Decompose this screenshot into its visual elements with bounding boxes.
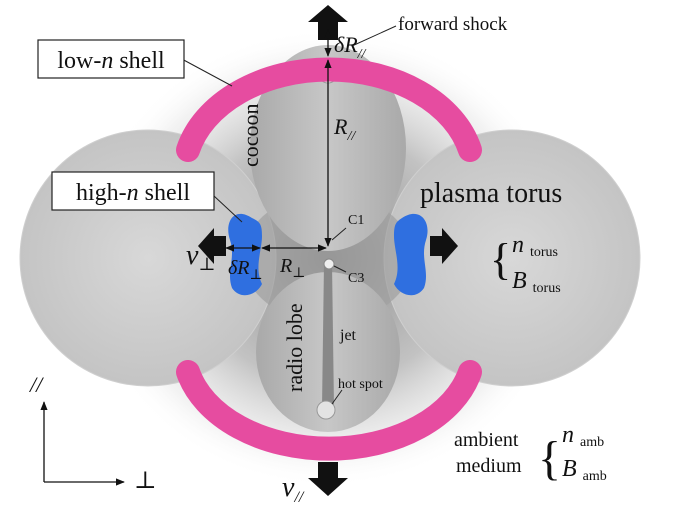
forward-shock-label: forward shock [398, 14, 508, 35]
c3-label: C3 [348, 271, 364, 286]
high-n-shell-label: high-n shell [76, 180, 190, 206]
high-n-leader [213, 195, 243, 223]
axis-parallel-label: // [28, 372, 44, 397]
ambient-label-1: ambient [454, 429, 519, 451]
hot-spot-leader [331, 389, 343, 405]
delta-r-par-symbol: δR// [334, 32, 367, 62]
high-n-shell-right [394, 213, 428, 296]
c3-leader [333, 265, 347, 273]
perp-arrow-left [198, 228, 226, 264]
jet-beam [322, 262, 334, 408]
ambient-label-2: medium [456, 455, 522, 477]
forward-shock-leader [351, 25, 397, 47]
high-n-shell-left [228, 213, 262, 296]
perp-arrow-right [430, 228, 458, 264]
c1-label: C1 [348, 213, 364, 228]
r-perp-symbol: R⊥ [279, 255, 305, 281]
core-c3 [323, 258, 335, 270]
ambient-brace: { [538, 432, 561, 485]
forward-arrow-top [308, 5, 348, 40]
low-n-shell-bottom [176, 360, 482, 461]
delta-r-perp-symbol: δR⊥ [228, 257, 263, 283]
r-par-symbol: R// [333, 114, 356, 144]
v-perp-symbol: v⊥ [186, 240, 215, 274]
low-n-leader [179, 57, 233, 87]
radio-lobe-label: radio lobe [282, 303, 307, 392]
forward-arrow-bottom [308, 462, 348, 496]
cocoon-label: cocoon [238, 103, 263, 167]
low-n-shell-box [37, 39, 185, 79]
torus-brace: { [490, 235, 511, 284]
axis-perp-label: ⊥ [134, 468, 157, 494]
c1-leader [331, 227, 347, 241]
low-n-shell-label: low-n shell [57, 48, 165, 74]
jet-label: jet [339, 327, 357, 344]
hot-spot-label: hot spot [338, 377, 383, 392]
high-n-shell-box [51, 171, 215, 211]
plasma-torus-label: plasma torus [420, 178, 562, 209]
v-par-symbol: v// [282, 472, 305, 506]
hot-spot-bottom [316, 400, 336, 420]
